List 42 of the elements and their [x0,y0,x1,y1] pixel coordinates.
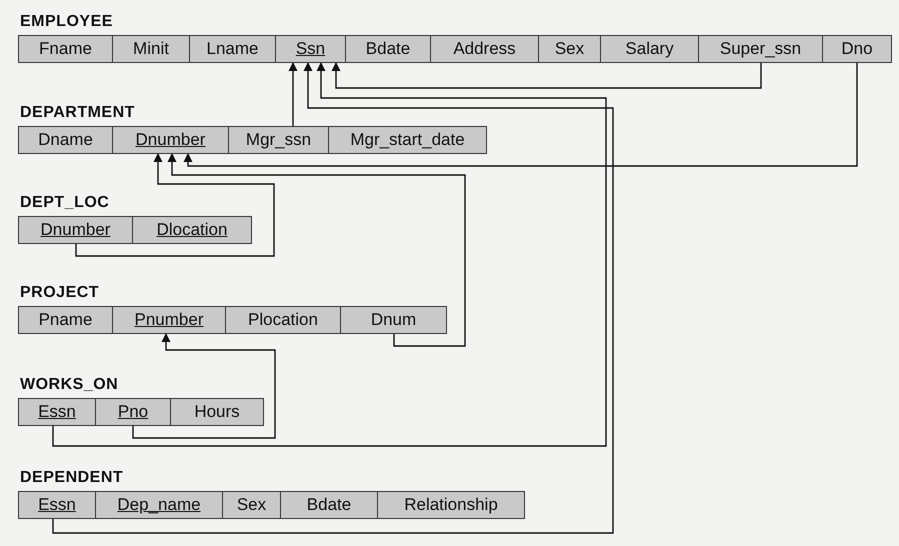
arrow [332,62,762,89]
key-attribute-cell: Pnumber [113,307,226,333]
arrow [132,333,276,439]
key-attribute-cell: Dnumber [113,127,229,153]
relation-name: DEPT_LOC [20,194,110,212]
relation-name: PROJECT [20,284,100,302]
attribute-cell: Mgr_start_date [329,127,486,153]
arrow [168,153,466,347]
attribute-cell: Dno [823,36,891,62]
attribute-cell: Relationship [378,492,524,518]
attribute-cell: Minit [113,36,190,62]
relation-name: EMPLOYEE [20,13,113,31]
attribute-cell: Salary [601,36,699,62]
arrow [75,153,275,257]
key-attribute-cell: Essn [19,399,96,425]
attribute-cell: Lname [190,36,276,62]
key-attribute-cell: Dep_name [96,492,223,518]
key-attribute-cell: Dnumber [19,217,133,243]
attribute-cell: Address [431,36,539,62]
relation-name: WORKS_ON [20,376,118,394]
attribute-cell: Bdate [346,36,431,62]
attribute-cell: Super_ssn [699,36,823,62]
arrow [288,62,298,127]
attribute-cell: Plocation [226,307,341,333]
key-attribute-cell: Essn [19,492,96,518]
attribute-cell: Pname [19,307,113,333]
arrow [184,62,858,167]
key-attribute-cell: Ssn [276,36,346,62]
relation-name: DEPENDENT [20,469,124,487]
attribute-cell: Mgr_ssn [229,127,329,153]
attribute-cell: Fname [19,36,113,62]
relation-name: DEPARTMENT [20,104,135,122]
attribute-cell: Sex [539,36,601,62]
arrow [52,62,607,447]
attribute-cell: Bdate [281,492,378,518]
key-attribute-cell: Dlocation [133,217,251,243]
attribute-cell: Dname [19,127,113,153]
arrow [52,62,614,534]
attribute-cell: Sex [223,492,281,518]
key-attribute-cell: Pno [96,399,171,425]
attribute-cell: Hours [171,399,263,425]
attribute-cell: Dnum [341,307,446,333]
